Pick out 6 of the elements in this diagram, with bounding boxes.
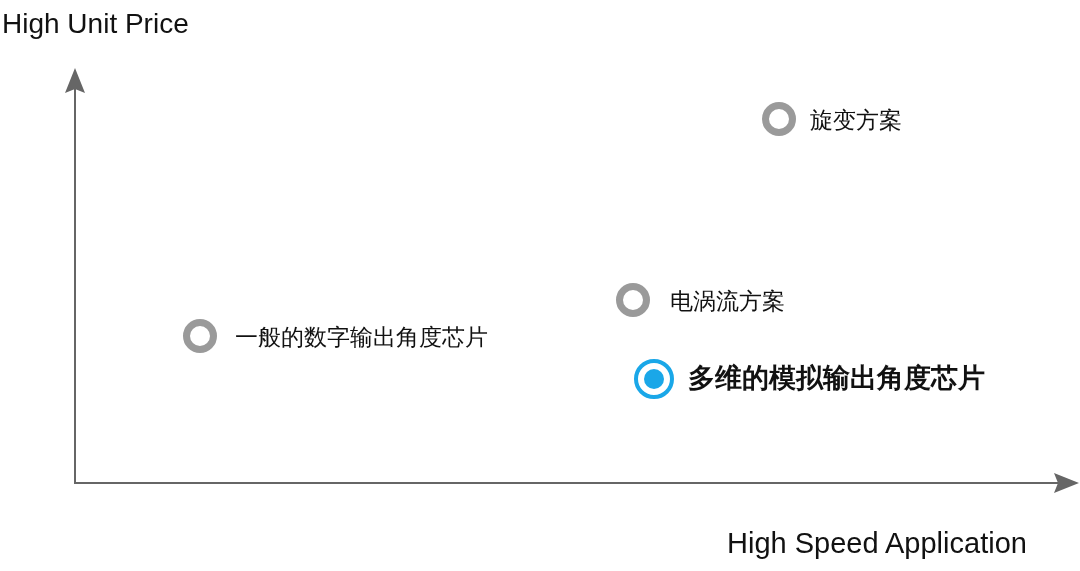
axis-label: High Speed Application bbox=[727, 527, 1027, 561]
point-label: 电涡流方案 bbox=[670, 287, 785, 315]
point-label: 旋变方案 bbox=[810, 106, 902, 134]
point-label: 一般的数字输出角度芯片 bbox=[235, 323, 488, 351]
axis-label: High Unit Price bbox=[2, 7, 189, 41]
point-label: 多维的模拟输出角度芯片 bbox=[688, 363, 985, 395]
